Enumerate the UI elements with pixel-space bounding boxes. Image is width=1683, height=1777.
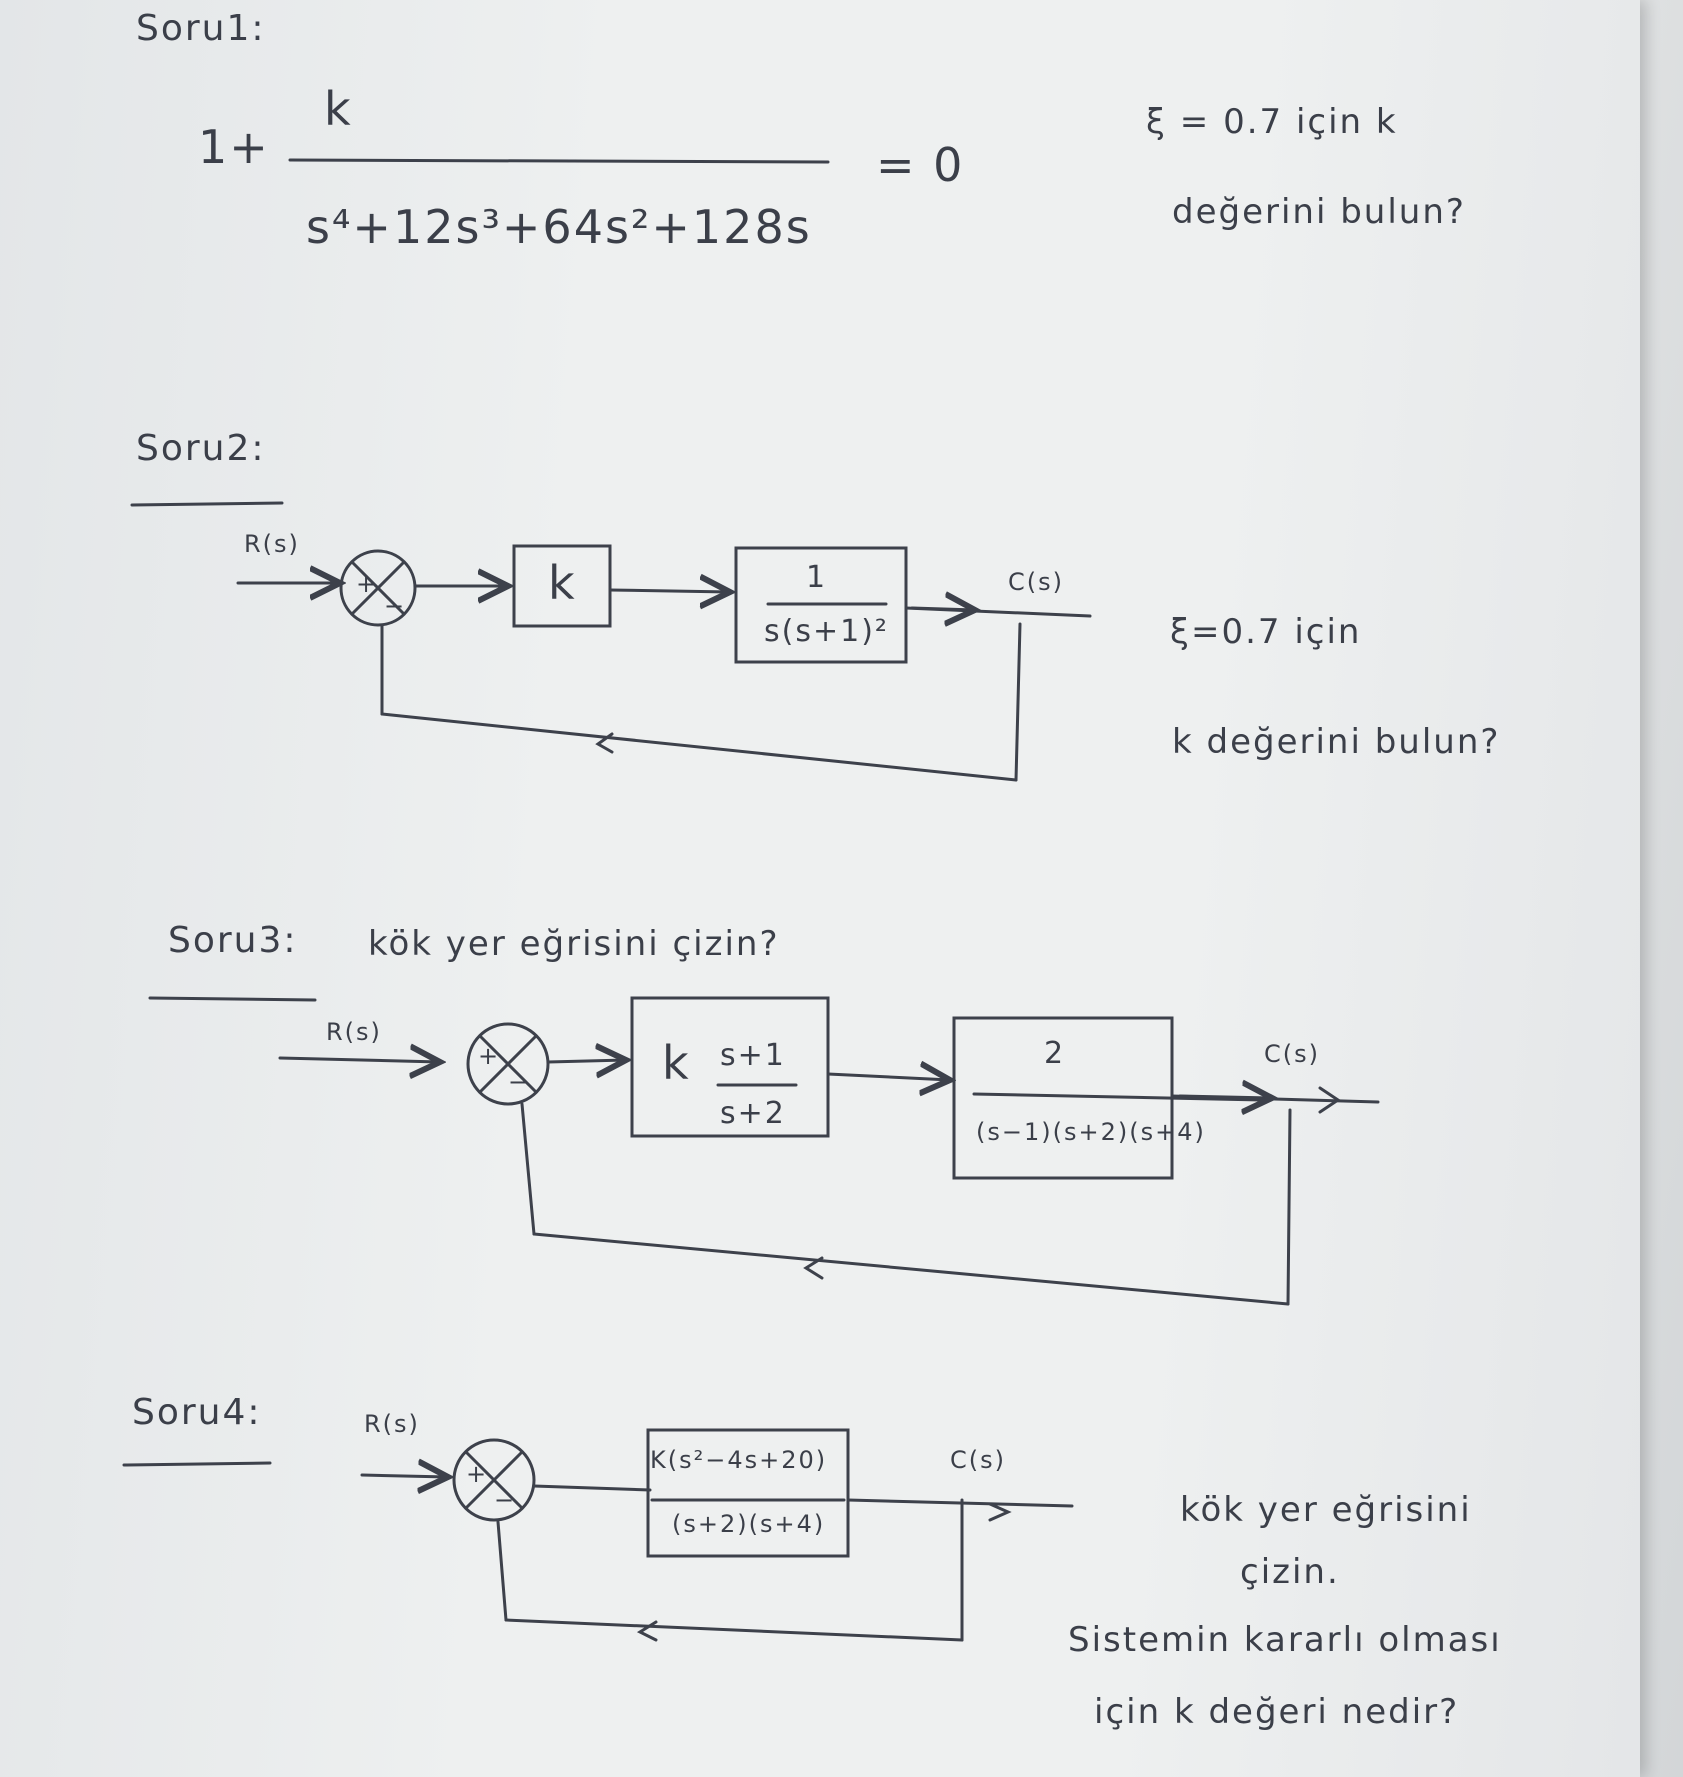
q2-output-label: C(s) <box>1008 568 1064 596</box>
q4-plant-numerator: K(s²−4s+20) <box>650 1446 828 1474</box>
q4-note-line1: kök yer eğrisini <box>1180 1490 1472 1530</box>
q2-sum-minus: − <box>384 592 407 620</box>
q2-gain-box <box>512 544 612 628</box>
q2-title-underline <box>130 501 284 507</box>
q4-title: Soru4: <box>132 1392 262 1433</box>
q2-plant-box <box>734 546 908 664</box>
q3-instruction: kök yer eğrisini çizin? <box>368 924 780 964</box>
q4-title-underline <box>122 1461 272 1467</box>
q3-title: Soru3: <box>168 920 298 961</box>
q3-title-underline <box>148 996 317 1002</box>
q2-gain-block-label: k <box>548 556 577 610</box>
q4-plant-denominator: (s+2)(s+4) <box>672 1510 826 1538</box>
q1-note-line2: değerini bulun? <box>1172 192 1466 232</box>
q3-sum-minus: − <box>508 1068 531 1096</box>
q2-plant-denominator: s(s+1)² <box>764 614 889 649</box>
q3-controller-gain: k <box>662 1036 691 1090</box>
q3-summing-junction <box>466 1022 550 1106</box>
q2-block-diagram <box>236 544 1092 782</box>
q4-output-label: C(s) <box>950 1446 1006 1474</box>
q4-note-line3: Sistemin kararlı olması <box>1068 1620 1502 1660</box>
q3-controller-denominator: s+2 <box>720 1096 786 1131</box>
q1-prefix: 1+ <box>198 120 270 174</box>
q4-block-diagram <box>360 1428 1074 1642</box>
q4-summing-junction <box>452 1438 536 1522</box>
q2-sum-plus: + <box>356 570 379 598</box>
q2-summing-junction <box>339 549 417 627</box>
q3-block-diagram <box>278 996 1380 1306</box>
q1-numerator: k <box>324 82 353 136</box>
q4-input-label: R(s) <box>364 1410 420 1438</box>
q1-title: Soru1: <box>136 8 266 49</box>
q1-note-line1: ξ = 0.7 için k <box>1146 102 1398 142</box>
q3-output-label: C(s) <box>1264 1040 1320 1068</box>
q3-plant-denominator: (s−1)(s+2)(s+4) <box>976 1118 1206 1146</box>
q4-sum-plus: + <box>466 1460 489 1488</box>
q4-note-line2: çizin. <box>1240 1552 1340 1592</box>
q2-plant-numerator: 1 <box>806 560 828 595</box>
q2-note-line1: ξ=0.7 için <box>1170 612 1362 652</box>
q2-title: Soru2: <box>136 428 266 469</box>
paper-sheet <box>0 0 1640 1777</box>
q3-input-label: R(s) <box>326 1018 382 1046</box>
q3-controller-box <box>630 996 830 1138</box>
q4-sum-minus: − <box>494 1486 517 1514</box>
q4-note-line4: için k değeri nedir? <box>1094 1692 1460 1732</box>
q3-sum-plus: + <box>478 1042 501 1070</box>
q2-input-label: R(s) <box>244 530 300 558</box>
q3-plant-numerator: 2 <box>1044 1036 1066 1071</box>
q2-note-line2: k değerini bulun? <box>1172 722 1501 762</box>
q1-fraction-bar <box>288 158 830 164</box>
q1-equals: = 0 <box>876 138 965 192</box>
q4-plant-box <box>646 1428 850 1558</box>
q1-denominator: s⁴+12s³+64s²+128s <box>306 200 812 254</box>
q3-controller-numerator: s+1 <box>720 1038 786 1073</box>
